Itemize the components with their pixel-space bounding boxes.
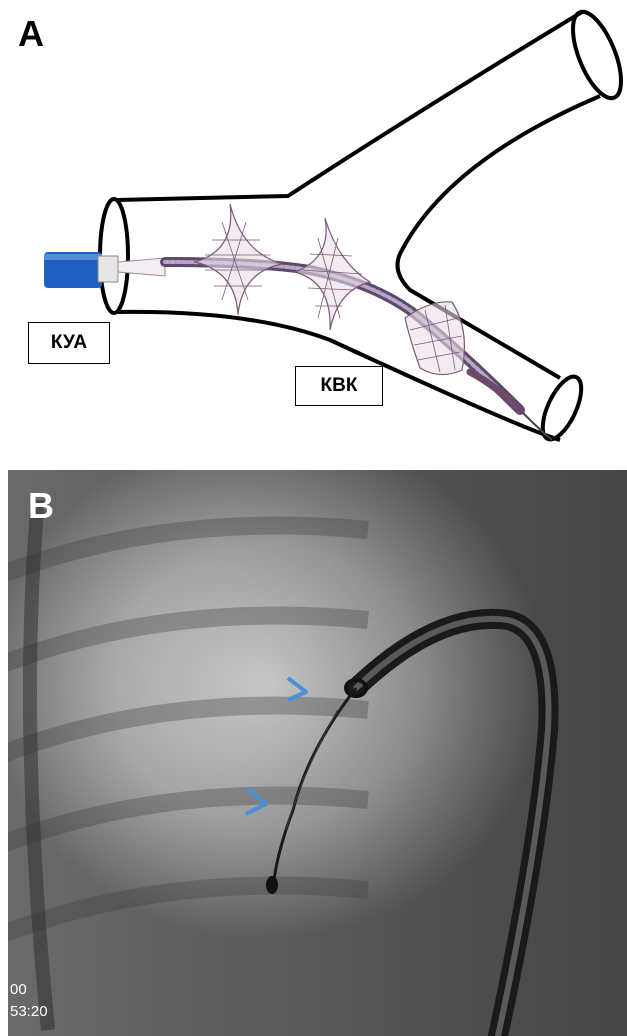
distal-coil: [470, 372, 520, 410]
lower-branch-opening: [535, 371, 589, 444]
mesh-basket-2: [295, 218, 370, 330]
upper-branch-opening: [563, 6, 627, 105]
label-kua: КУА: [28, 322, 110, 364]
timestamp-line-1: 00: [10, 982, 27, 997]
mesh-basket-1: [195, 204, 282, 315]
panel-a-schematic: A: [0, 0, 627, 460]
panel-b-fluoroscopy: B 00 53:20: [8, 470, 627, 1036]
mesh-basket-3: [405, 302, 464, 375]
panel-letter-b: B: [28, 488, 54, 524]
timestamp-line-2: 53:20: [10, 1004, 48, 1019]
label-kvk: КВК: [295, 366, 383, 406]
device-tip: [266, 876, 278, 894]
catheter-tip: [98, 256, 118, 282]
xray-image: [8, 470, 627, 1036]
